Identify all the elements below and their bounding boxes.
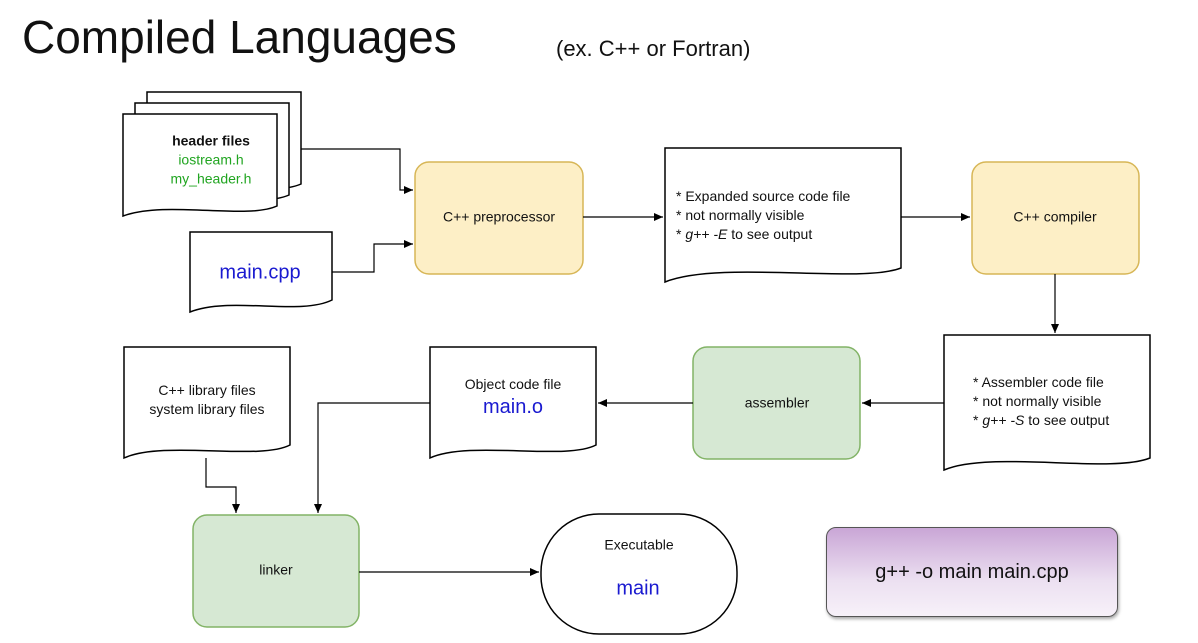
object-code-label: Object code file	[464, 376, 562, 393]
executable-label: Executable	[604, 536, 674, 553]
main-cpp-document	[189, 231, 333, 314]
object-code-file: main.o	[482, 395, 544, 418]
linker-box	[192, 514, 360, 628]
header-files-stack	[122, 91, 302, 218]
expanded-source-document	[664, 147, 902, 284]
library-files-line-1: C++ library files	[158, 382, 256, 399]
header-files-heading: header files	[172, 132, 250, 149]
library-files-document	[123, 346, 291, 460]
main-cpp-label: main.cpp	[219, 261, 301, 284]
assembler-code-cmd-prefix: *	[973, 411, 983, 428]
assembler-code-line-3: * g++ -S to see output	[973, 411, 1109, 430]
compiler-label: C++ compiler	[1013, 208, 1097, 225]
preprocessor-box	[414, 161, 584, 275]
header-files-label: header files iostream.h my_header.h	[171, 132, 252, 189]
expanded-source-cmd-suffix: to see output	[727, 225, 813, 242]
connectors	[205, 148, 1059, 576]
assembler-code-document	[943, 334, 1151, 472]
expanded-source-cmd-prefix: *	[676, 225, 686, 242]
object-code-text: Object code file main.o	[465, 375, 562, 421]
executable-file: main	[616, 577, 660, 600]
edge-headers-to-preprocessor	[301, 148, 413, 194]
assembler-label: assembler	[744, 394, 810, 411]
assembler-code-line-2: * not normally visible	[973, 392, 1102, 409]
object-code-document	[429, 346, 597, 460]
page-title: Compiled Languages	[22, 11, 457, 63]
expanded-source-line-3: * g++ -E to see output	[676, 225, 850, 244]
command-box: g++ -o main main.cpp	[826, 527, 1118, 617]
assembler-code-cmd-suffix: to see output	[1024, 411, 1110, 428]
page-subtitle: (ex. C++ or Fortran)	[556, 36, 751, 61]
header-file-my-header: my_header.h	[170, 170, 252, 187]
preprocessor-label: C++ preprocessor	[442, 208, 556, 225]
executable-terminator	[540, 513, 738, 635]
expanded-source-line-1: * Expanded source code file	[676, 188, 851, 204]
assembler-code-text: * Assembler code file * not normally vis…	[973, 373, 1109, 430]
expanded-source-text: * Expanded source code file * not normal…	[676, 187, 850, 244]
header-file-iostream: iostream.h	[178, 151, 244, 168]
expanded-source-line-2: * not normally visible	[676, 206, 805, 223]
assembler-code-cmd: g++ -S	[982, 411, 1025, 428]
assembler-code-line-1: * Assembler code file	[973, 374, 1104, 390]
command-text: g++ -o main main.cpp	[875, 560, 1069, 583]
edge-library-to-linker	[205, 458, 240, 513]
edge-main-to-preprocessor	[332, 240, 413, 273]
linker-label: linker	[259, 561, 293, 578]
edge-object-to-linker	[314, 402, 430, 513]
library-files-line-2: system library files	[149, 401, 265, 417]
expanded-source-cmd: g++ -E	[685, 225, 728, 242]
library-files-text: C++ library files system library files	[149, 381, 264, 419]
